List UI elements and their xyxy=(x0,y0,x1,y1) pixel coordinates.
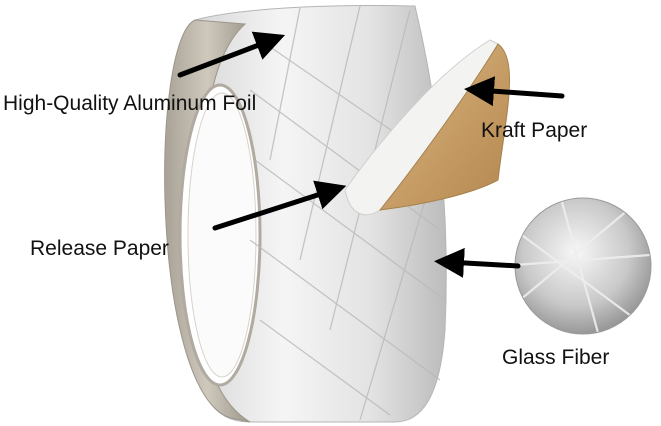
label-kraft-paper: Kraft Paper xyxy=(481,119,588,142)
label-release-paper: Release Paper xyxy=(30,237,169,260)
arrow-glass-fiber xyxy=(434,247,521,278)
arrow-release-paper xyxy=(212,180,347,231)
callout-arrows xyxy=(177,31,565,278)
arrow-aluminum-foil xyxy=(177,31,286,78)
label-glass-fiber: Glass Fiber xyxy=(502,346,610,369)
glass-fiber-zoom xyxy=(514,197,652,335)
tape-roll xyxy=(164,5,447,423)
arrow-kraft-paper xyxy=(464,76,565,107)
label-aluminum-foil: High-Quality Aluminum Foil xyxy=(3,92,257,115)
